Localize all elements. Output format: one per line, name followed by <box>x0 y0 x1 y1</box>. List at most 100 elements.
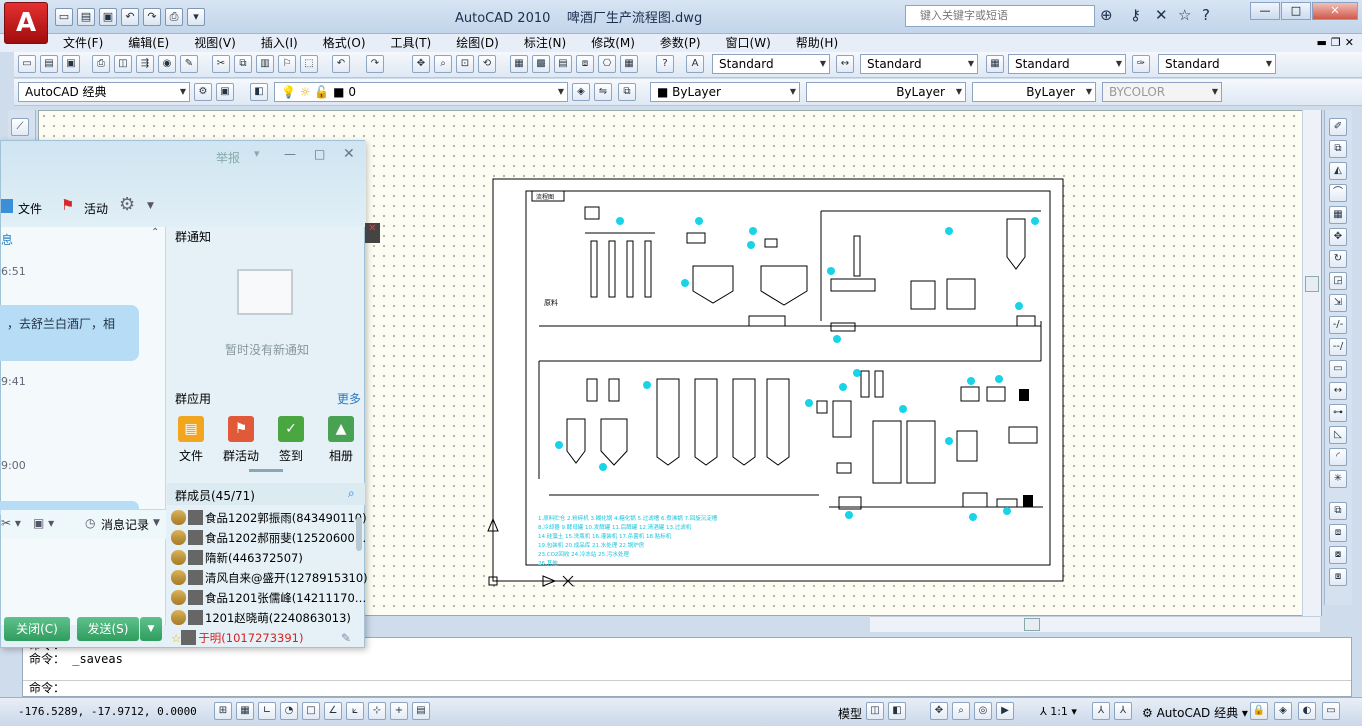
table-style-select[interactable]: Standard <box>1008 54 1126 74</box>
scissors-icon[interactable]: ✂ ▾ <box>1 516 21 530</box>
workspace-switch[interactable]: ⚙ AutoCAD 经典 ▾ <box>1142 706 1248 720</box>
close-icon[interactable]: ✕ <box>365 223 380 243</box>
close-chat-button[interactable]: 关闭(C) <box>4 617 70 641</box>
mirror-icon[interactable]: ◭ <box>1329 162 1347 180</box>
zoom-status-icon[interactable]: ⌕ <box>952 702 970 720</box>
osnap-icon[interactable]: □ <box>302 702 320 720</box>
lock-ui-icon[interactable]: 🔒 <box>1250 702 1268 720</box>
horizontal-scroll-thumb[interactable] <box>1024 618 1040 631</box>
gear-icon[interactable]: ⚙ <box>119 194 136 215</box>
sheet-set-icon[interactable]: ⧈ <box>576 55 594 73</box>
help-icon[interactable]: ? <box>656 55 674 73</box>
menu-parametric[interactable]: 参数(P) <box>659 36 701 50</box>
binoculars-icon[interactable]: ⊕ <box>1100 6 1113 24</box>
checkin-app-icon[interactable]: ✓ <box>278 416 304 442</box>
markup-icon[interactable]: ⎔ <box>598 55 616 73</box>
search-icon[interactable]: ⌕ <box>348 486 355 500</box>
layer-previous-icon[interactable]: ⇋ <box>594 83 612 101</box>
dropdown-icon[interactable]: ▾ <box>254 147 260 160</box>
multileader-style-icon[interactable]: ✑ <box>1132 55 1150 73</box>
offset-icon[interactable]: ⌒ <box>1329 184 1347 202</box>
member-item[interactable]: 1201赵晓萌(2240863013) <box>171 608 361 628</box>
menu-dimension[interactable]: 标注(N) <box>523 36 567 50</box>
plot-icon[interactable]: ⎙ <box>92 55 110 73</box>
minimize-icon[interactable]: — <box>284 147 296 161</box>
cut-icon[interactable]: ✂ <box>212 55 230 73</box>
member-item[interactable]: 食品1202郭振雨(843490110) <box>171 508 367 528</box>
clean-screen-icon[interactable]: ▭ <box>1322 702 1340 720</box>
dropdown-icon[interactable]: ▾ <box>187 8 205 26</box>
send-options-icon[interactable]: ▼ <box>140 617 162 641</box>
help-icon[interactable]: ? <box>1202 6 1210 24</box>
annotation-visibility-icon[interactable]: ⅄ <box>1092 702 1110 720</box>
redo-icon[interactable]: ↷ <box>143 8 161 26</box>
plot-preview-icon[interactable]: ◫ <box>114 55 132 73</box>
menu-tools[interactable]: 工具(T) <box>390 36 432 50</box>
menu-edit[interactable]: 编辑(E) <box>128 36 170 50</box>
layer-states-icon[interactable]: ⧉ <box>618 83 636 101</box>
copy-icon[interactable]: ⧉ <box>234 55 252 73</box>
edit-icon[interactable]: ✎ <box>341 631 352 645</box>
chamfer-icon[interactable]: ◺ <box>1329 426 1347 444</box>
new-icon[interactable]: ▭ <box>55 8 73 26</box>
tab-file[interactable]: 文件 <box>18 202 43 216</box>
members-scrollbar[interactable] <box>356 517 362 551</box>
rotate-icon[interactable]: ↻ <box>1329 250 1347 268</box>
snap-icon[interactable]: ▦ <box>236 702 254 720</box>
favorites-icon[interactable]: ☆ <box>1178 6 1192 24</box>
close-icon[interactable]: ✕ <box>343 146 355 162</box>
horizontal-scrollbar[interactable] <box>870 616 1320 632</box>
join-icon[interactable]: ⊶ <box>1329 404 1347 422</box>
collapse-icon[interactable]: ⌃ <box>151 227 160 238</box>
table-style-icon[interactable]: ▦ <box>986 55 1004 73</box>
layout2-icon[interactable]: ◧ <box>888 702 906 720</box>
dyn-icon[interactable]: ⊹ <box>368 702 386 720</box>
color-select[interactable]: ■ ByLayer <box>650 82 800 102</box>
file-app-icon[interactable]: ▤ <box>178 416 204 442</box>
array-icon[interactable]: ▦ <box>1329 206 1347 224</box>
bring-front-icon[interactable]: ⧈ <box>1329 524 1347 542</box>
undo-icon[interactable]: ↶ <box>332 55 350 73</box>
erase-icon[interactable]: ✐ <box>1329 118 1347 136</box>
chevron-down-icon[interactable]: ▼ <box>153 518 160 528</box>
menu-format[interactable]: 格式(O) <box>322 36 366 50</box>
doc-minimize-icon[interactable]: ▬ <box>1316 36 1327 49</box>
autoscale-icon[interactable]: ⅄ <box>1114 702 1132 720</box>
dim-style-select[interactable]: Standard <box>860 54 978 74</box>
save-icon[interactable]: ▣ <box>62 55 80 73</box>
line-icon[interactable]: ⟋ <box>11 118 29 136</box>
dim-style-icon[interactable]: ↔ <box>836 55 854 73</box>
layer-select[interactable]: 💡 ☼ 🔓 ■ 0 <box>274 82 568 102</box>
linetype-select[interactable]: ByLayer <box>806 82 966 102</box>
text-style-icon[interactable]: A <box>686 55 704 73</box>
tool-palettes-icon[interactable]: ▤ <box>554 55 572 73</box>
maximize-button[interactable]: □ <box>1281 2 1311 20</box>
block-editor-icon[interactable]: ⬚ <box>300 55 318 73</box>
menu-help[interactable]: 帮助(H) <box>795 36 839 50</box>
layer-properties-icon[interactable]: ◧ <box>250 83 268 101</box>
match-properties-icon[interactable]: ⚐ <box>278 55 296 73</box>
extend-icon[interactable]: --/ <box>1329 338 1347 356</box>
tab-activity[interactable]: 活动 <box>84 202 109 216</box>
move-icon[interactable]: ✥ <box>1329 228 1347 246</box>
explode-icon[interactable]: ✳ <box>1329 470 1347 488</box>
hardware-accel-icon[interactable]: ◈ <box>1274 702 1292 720</box>
new-icon[interactable]: ▭ <box>18 55 36 73</box>
print-icon[interactable]: ⎙ <box>165 8 183 26</box>
history-button[interactable]: 消息记录 <box>101 518 150 532</box>
apps-more-link[interactable]: 更多 <box>337 392 362 406</box>
lineweight-select[interactable]: ByLayer <box>972 82 1096 102</box>
steering-wheel-icon[interactable]: ◎ <box>974 702 992 720</box>
qp-icon[interactable]: ▤ <box>412 702 430 720</box>
layout-icon[interactable]: ◫ <box>866 702 884 720</box>
stretch-icon[interactable]: ⇲ <box>1329 294 1347 312</box>
search-input[interactable]: 键入关键字或短语 <box>905 5 1095 27</box>
command-window[interactable]: 命令： 命令： _saveas 命令： <box>22 637 1352 697</box>
menu-modify[interactable]: 修改(M) <box>591 36 635 50</box>
album-app-icon[interactable]: ▲ <box>328 416 354 442</box>
workspace-settings-icon[interactable]: ⚙ <box>194 83 212 101</box>
undo-icon[interactable]: ↶ <box>121 8 139 26</box>
app-menu-button[interactable]: A <box>4 2 48 44</box>
above-object-icon[interactable]: ⧆ <box>1329 568 1347 586</box>
properties-icon[interactable]: ▦ <box>510 55 528 73</box>
